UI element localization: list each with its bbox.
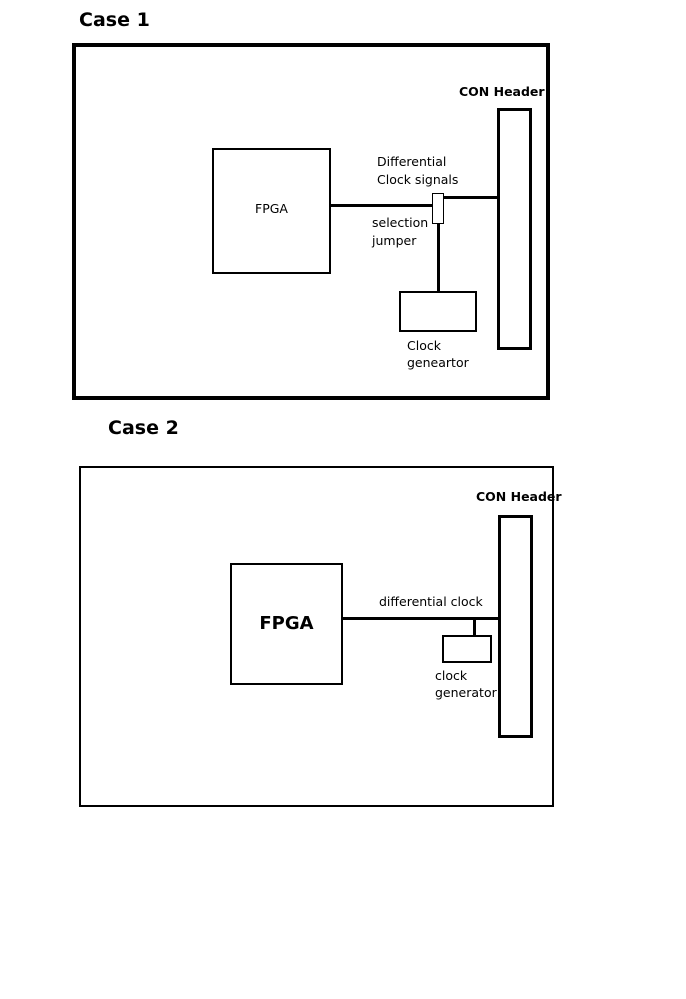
case2-con-header-title: CON Header bbox=[476, 489, 562, 504]
case1-signal-label-line1: Differential bbox=[377, 154, 447, 169]
case1-fpga-block: FPGA bbox=[212, 148, 331, 274]
case1-clockgen-line bbox=[437, 224, 440, 292]
case1-clockgen-label-line2: geneartor bbox=[407, 355, 469, 370]
case1-clockgen-label-line1: Clock bbox=[407, 338, 441, 353]
case2-clockgen-branch-line bbox=[473, 618, 476, 636]
case2-signal-label: differential clock bbox=[379, 594, 483, 609]
case2-clock-line bbox=[343, 617, 499, 620]
case1-fpga-clock-line bbox=[331, 204, 432, 207]
case1-signal-label-line2: Clock signals bbox=[377, 172, 459, 187]
case1-fpga-label: FPGA bbox=[255, 201, 288, 216]
case1-con-header-title: CON Header bbox=[459, 84, 545, 99]
case1-title: Case 1 bbox=[79, 9, 150, 31]
case2-con-header bbox=[498, 515, 533, 738]
case1-jumper-label-line2: jumper bbox=[372, 233, 417, 248]
case1-header-clock-line bbox=[444, 196, 498, 199]
case2-clockgen-label-line1: clock bbox=[435, 668, 468, 683]
case1-clock-generator bbox=[399, 291, 477, 332]
case1-con-header bbox=[497, 108, 532, 350]
case2-fpga-label: FPGA bbox=[259, 613, 314, 634]
case2-clockgen-label-line2: generator bbox=[435, 685, 497, 700]
case2-board bbox=[79, 466, 554, 807]
case1-jumper-label-line1: selection bbox=[372, 215, 429, 230]
case2-clock-generator bbox=[442, 635, 492, 663]
case1-board bbox=[72, 43, 550, 400]
case1-selection-jumper bbox=[432, 193, 444, 224]
case2-fpga-block: FPGA bbox=[230, 563, 343, 685]
case2-title: Case 2 bbox=[108, 417, 179, 439]
